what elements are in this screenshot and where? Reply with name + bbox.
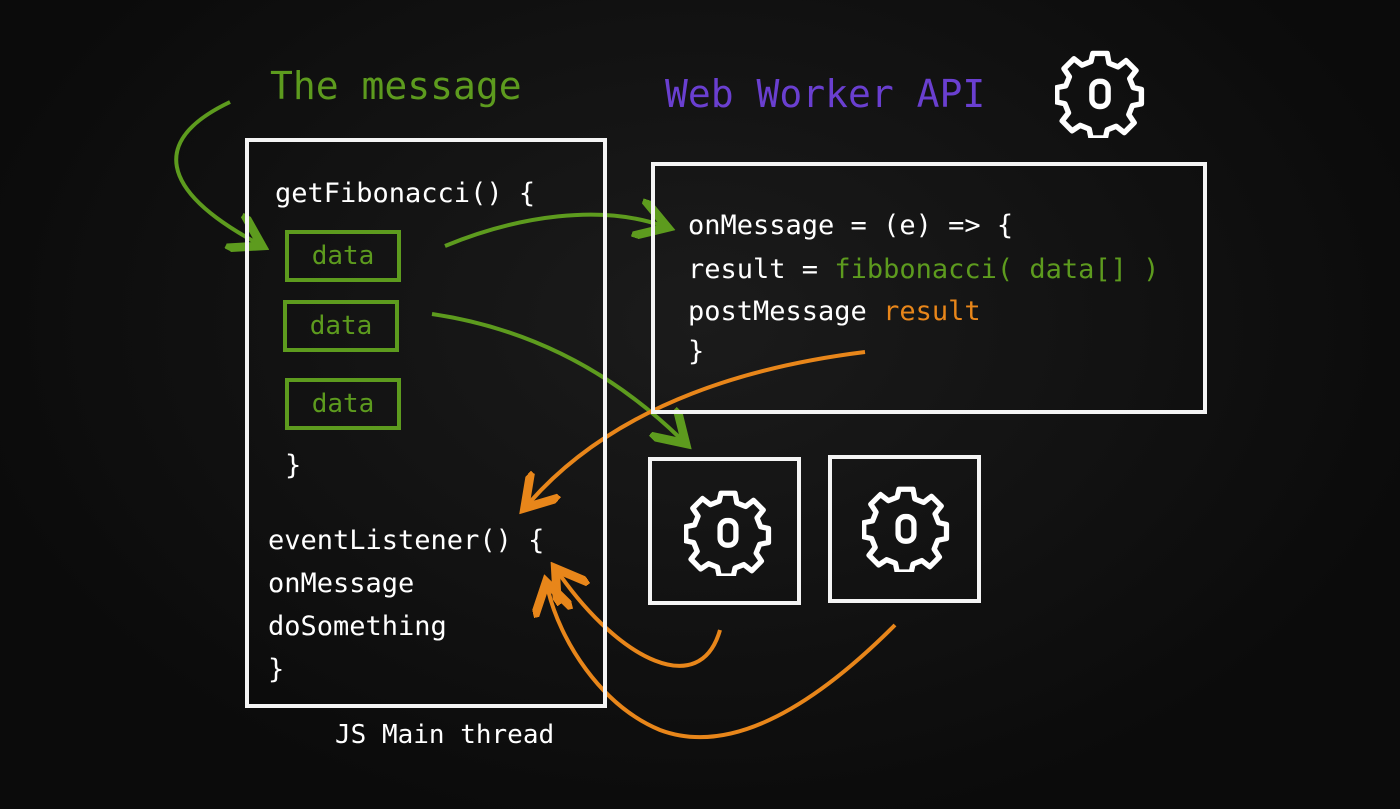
- worker-line-3-result: result: [883, 296, 981, 327]
- event-listener-line: eventListener() {: [268, 525, 545, 556]
- gear-icon: [1055, 50, 1145, 138]
- arrow-data-to-thread: [431, 312, 680, 438]
- arrow-data-to-worker: [444, 215, 660, 248]
- worker-line-1: onMessage = (e) => {: [688, 210, 1014, 241]
- get-fibonacci-header: getFibonacci() {: [275, 178, 536, 209]
- main-thread-label: JS Main thread: [335, 720, 555, 750]
- event-listener-line: onMessage: [268, 568, 415, 599]
- arrow-thread1-to-listener: [560, 575, 722, 668]
- gear-icon: [684, 490, 772, 576]
- event-listener-line: }: [268, 654, 285, 685]
- worker-code-box: [651, 162, 1207, 414]
- worker-line-2-prefix: result =: [688, 254, 835, 285]
- gear-icon: [862, 486, 950, 572]
- worker-thread-box: [828, 455, 981, 603]
- worker-line-4: }: [688, 336, 705, 367]
- main-thread-box: [245, 138, 607, 708]
- arrow-result-to-listener: [530, 350, 866, 502]
- arrow-message-to-data: [174, 100, 255, 242]
- get-fibonacci-close: }: [285, 450, 302, 481]
- message-title: The message: [270, 64, 522, 108]
- data-item: data: [285, 230, 401, 282]
- event-listener-line: doSomething: [268, 611, 447, 642]
- worker-line-3-prefix: postMessage: [688, 296, 884, 327]
- worker-line-2: result = fibbonacci( data[] ): [688, 256, 1159, 283]
- worker-thread-box: [648, 457, 801, 605]
- data-item: data: [283, 300, 399, 352]
- web-worker-api-title: Web Worker API: [665, 72, 986, 116]
- worker-line-2-call: fibbonacci( data[] ): [834, 254, 1160, 285]
- arrow-thread2-to-listener: [548, 590, 897, 740]
- worker-line-3: postMessage result: [688, 298, 981, 325]
- data-item: data: [285, 378, 401, 430]
